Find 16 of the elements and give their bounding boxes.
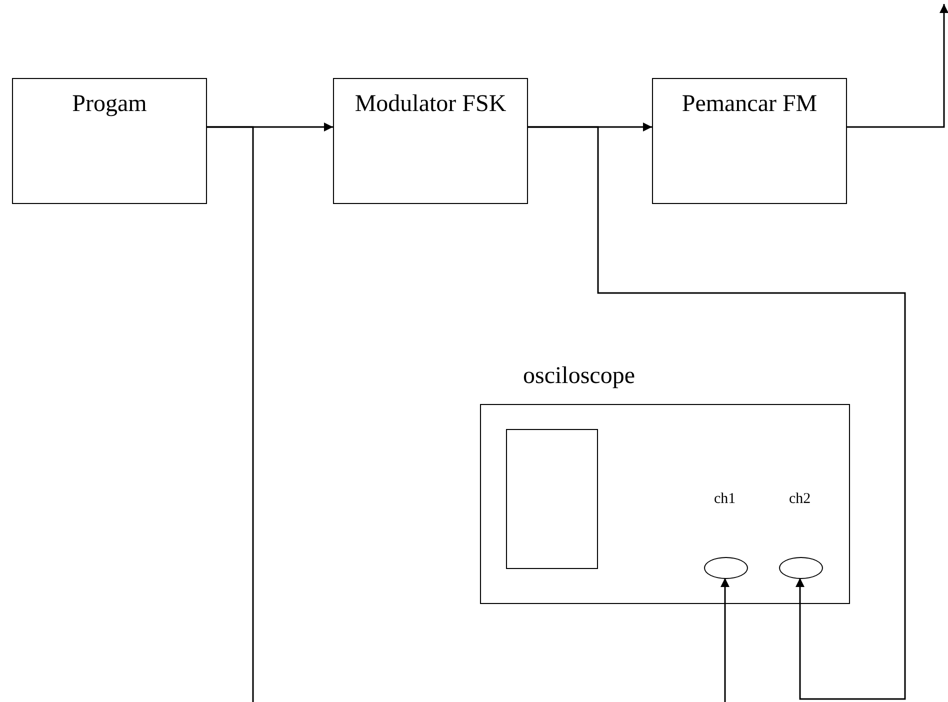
box-label: Progam [72,90,147,119]
process-box [333,78,528,204]
box-label: Modulator FSK [354,90,506,119]
box-label: Pemancar FM [682,90,818,119]
connector-line [207,126,254,702]
oscilloscope-heading: osciloscope [523,363,635,390]
channel-label: ch2 [789,491,811,508]
screen-rectangle [506,429,598,569]
process-box [652,78,847,204]
input-jack-ellipse [704,557,748,579]
process-box [12,78,207,204]
input-jack-ellipse [779,557,823,579]
arrow [720,578,730,702]
channel-label: ch1 [714,491,736,508]
arrow [847,4,948,128]
arrow [528,126,906,700]
